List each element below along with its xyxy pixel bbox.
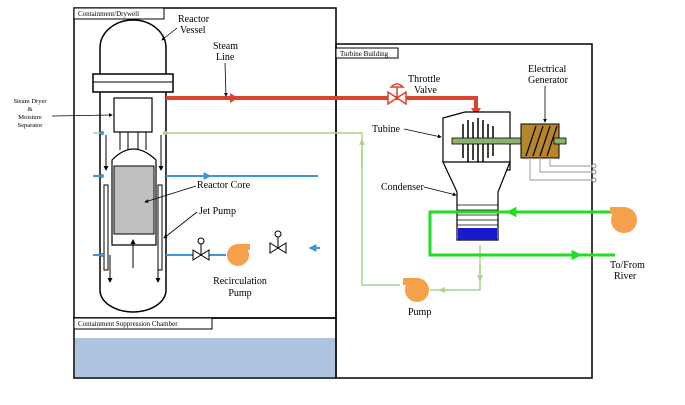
recirculation-valve-right xyxy=(269,230,287,254)
steam-dryer-label-4: Separator xyxy=(18,122,44,129)
containment-drywell-tab xyxy=(73,7,165,20)
steam-line-label-2: Line xyxy=(216,52,235,63)
steam-dryer-label-3: Moisture xyxy=(18,114,42,121)
throttle-valve-label-1: Throttle xyxy=(408,74,441,85)
reactor-vessel-label-1: Reactor xyxy=(178,14,210,25)
steam-dryer-box xyxy=(113,97,153,133)
reactor-core-label: Reactor Core xyxy=(197,180,251,191)
steam-dryer-label-1: Steam Dryer xyxy=(13,98,47,105)
river-label-1: To/From xyxy=(610,260,645,271)
jet-pump-right xyxy=(157,184,163,271)
turbine-label: Tubine xyxy=(372,124,401,135)
recirculation-valve-left xyxy=(192,237,210,261)
electrical-generator-label-2: Generator xyxy=(528,75,569,86)
condenser xyxy=(442,161,511,241)
suppression-pool xyxy=(75,338,335,377)
reactor-vessel xyxy=(92,19,174,313)
electrical-generator xyxy=(520,123,567,159)
containment-drywell-label: Containment/Drywell xyxy=(78,10,139,18)
reactor-core xyxy=(113,165,155,235)
suppression-chamber-tab xyxy=(73,317,213,330)
pump-label: Pump xyxy=(408,307,431,318)
electrical-generator-label-1: Electrical xyxy=(528,64,567,75)
throttle-valve xyxy=(387,83,407,106)
condenser-label: Condenser xyxy=(381,182,424,193)
recirculation-pump-label-2: Pump xyxy=(228,288,251,299)
turbine-building-label: Turbine Building xyxy=(340,50,389,58)
jet-pump-label: Jet Pump xyxy=(199,206,236,217)
suppression-chamber-label: Containment Suppression Chamber xyxy=(78,320,178,328)
recirculation-pump-label-1: Recirculation xyxy=(213,276,267,287)
reactor-vessel-label-2: Vessel xyxy=(180,25,206,36)
generator-output-wires xyxy=(529,158,592,181)
steam-line xyxy=(166,96,478,110)
steam-dryer-label-2: & xyxy=(27,106,32,113)
steam-line-label-1: Steam xyxy=(213,41,238,52)
containment-drywell-box xyxy=(73,7,337,319)
core-shroud xyxy=(111,148,157,246)
jet-pump-left xyxy=(103,184,109,271)
condenser-hotwell-water xyxy=(458,228,497,240)
turbine-building-tab xyxy=(335,47,399,59)
river-label-2: River xyxy=(614,271,637,282)
throttle-valve-label-2: Valve xyxy=(414,85,437,96)
